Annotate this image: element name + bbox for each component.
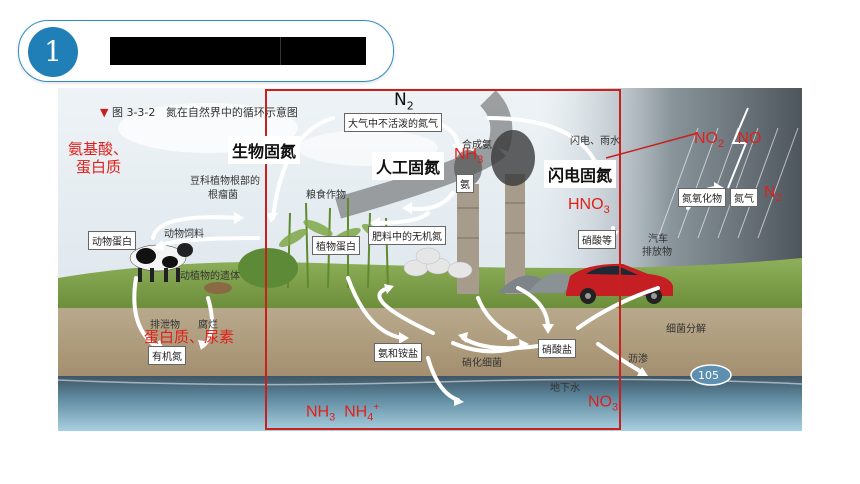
label-lightning-rain: 闪电、雨水 [570,136,620,147]
label-decompose: 细菌分解 [666,324,706,335]
label-synth-ammonia: 合成氨 [462,140,492,151]
box-ammonia: 氨 [456,174,474,193]
n2-atmosphere-formula: N2 [394,90,414,113]
scene-illustration [58,88,802,431]
annotation-nh3-nh4: NH3 NH4+ [306,402,380,424]
box-n2-gas: 氮气 [730,188,758,207]
section-number: 1 [28,27,78,77]
label-leach: 沥渗 [628,354,648,365]
highlight-frame [265,89,621,430]
caption-text: 氮在自然界中的循环示意图 [165,106,298,119]
label-feed: 动物饲料 [164,229,204,240]
page-number: 105 [698,369,719,382]
box-nox: 氮氧化物 [678,188,726,207]
label-lightning-fixation: 闪电固氮 [544,160,617,188]
box-fertilizer: 肥料中的无机氮 [368,226,446,245]
box-plant-protein: 植物蛋白 [312,236,360,255]
caption-number: 图 3-3-2 [111,106,156,119]
annotation-protein: 蛋白质 [76,159,122,176]
label-exhaust: 排放物 [642,247,672,258]
label-artificial-fixation: 人工固氮 [372,152,445,180]
label-remains: 动植物的遗体 [180,271,240,282]
annotation-no3: NO3- [588,392,622,414]
label-decay: 腐烂 [198,320,218,331]
annotation-amino: 氨基酸、 [68,141,129,158]
label-biological-fixation: 生物固氮 [228,136,301,164]
label-excreta: 排泄物 [150,320,180,331]
annotation-no2-no: NO2 NO [694,130,762,151]
figure-caption: ▼ 图 3-3-2 氮在自然界中的循环示意图 [100,104,298,120]
annotation-nh3: NH3 [454,146,484,167]
nitrogen-cycle-figure: ▼ 图 3-3-2 氮在自然界中的循环示意图 大气中不活泼的氮气 动物蛋白 植物… [58,88,802,431]
label-car: 汽车 [648,234,668,245]
annotation-protein-urea: 蛋白质、尿素 [144,329,235,346]
box-organic-n: 有机氮 [148,346,186,365]
annotation-n2-right: N2 [764,184,782,205]
box-nitrate-etc: 硝酸等 [578,230,616,249]
label-nitrifying: 硝化细菌 [462,358,502,369]
label-legume: 豆科植物根部的 [190,176,260,187]
box-nitrate: 硝酸盐 [538,339,576,358]
annotation-line [605,132,699,159]
redacted-title-bar [110,37,366,65]
box-ammonium: 氨和铵盐 [374,343,422,362]
box-atmosphere: 大气中不活泼的氮气 [344,113,442,132]
label-groundwater: 地下水 [550,383,580,394]
label-grain: 粮食作物 [306,190,346,201]
box-animal-protein: 动物蛋白 [88,231,136,250]
label-nodule: 根瘤菌 [208,190,238,201]
annotation-hno3: HNO3 [568,196,610,217]
caption-marker-icon: ▼ [100,106,109,119]
